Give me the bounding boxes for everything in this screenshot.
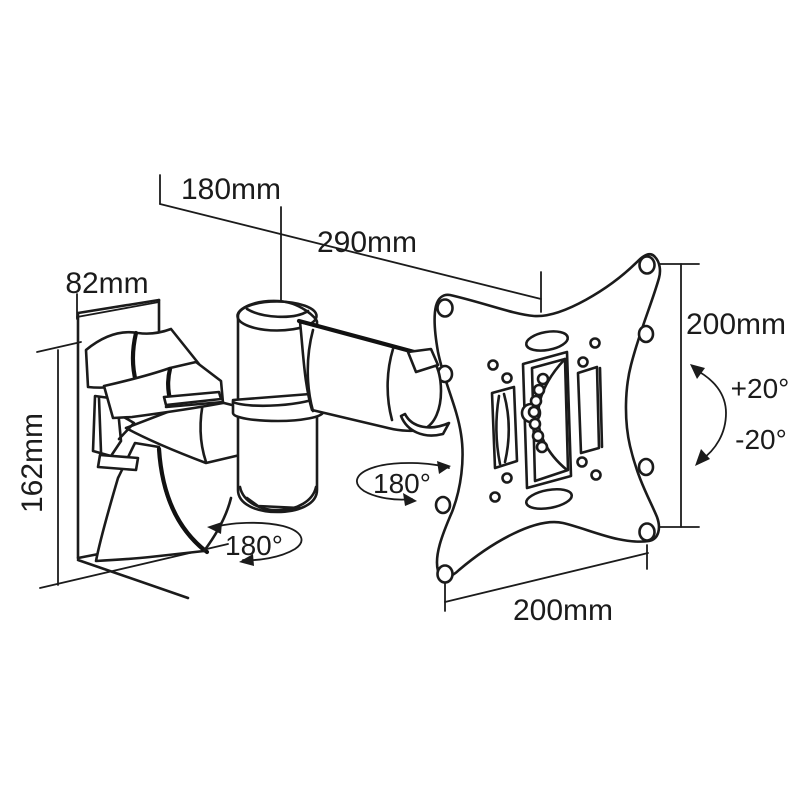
elbow-joint [231,299,325,514]
ratchet-ball [527,405,541,419]
bracket-link-strip-2 [164,400,225,409]
elbow-top-cap [236,300,318,332]
wall-base-line [76,558,190,600]
arm-collar-seam [386,347,395,422]
vesa-oval-slot-bottom [524,487,574,511]
vesa-hole [637,457,655,477]
vesa-hole [638,255,656,275]
label-arm-first-section: 180mm [181,173,281,206]
vesa-hole [637,324,655,344]
label-tilt-up: +20° [731,373,790,404]
elbow-top-cap-inner [245,307,310,319]
swivel-arm-arrowhead-bottom [403,493,417,506]
vesa-small-hole [487,359,499,371]
label-vesa-plate-width: 200mm [513,594,613,627]
dim-162-top-tick [36,341,82,353]
vesa-oval-slot-top [524,330,570,352]
dim-diagonal-290 [159,203,542,300]
rotation-indicators [207,364,727,566]
vesa-small-hole [576,456,588,468]
swivel-arm-arrowhead-top [437,461,451,474]
vesa-hole [436,298,454,318]
wall-bracket [84,327,242,563]
vesa-small-hole [590,469,602,481]
label-swivel-base: 180° [225,530,283,561]
vesa-small-hole [589,337,601,349]
label-vesa-plate-height: 200mm [686,308,786,341]
dimension-lines [36,174,700,612]
swivel-base-arrowhead-top [207,522,222,534]
vesa-left-slot-detail-2 [502,392,510,464]
arm-sleeve-seam [306,328,315,413]
vesa-hole [436,564,454,584]
vesa-left-slot-detail [495,394,502,466]
tilt-arrowhead-up [690,364,705,379]
label-wall-plate-height: 162mm [16,413,49,513]
vesa-right-slot-edge [598,366,604,449]
dim-200b-line [444,552,649,603]
vesa-small-hole [489,491,501,503]
labels: 180mm 290mm 82mm 162mm 200mm 200mm +20° … [16,173,789,627]
bracket-v-wedge-seam [97,396,103,454]
label-arm-full-extension: 290mm [317,226,417,259]
ratchet-ball [528,417,542,431]
vesa-small-hole [501,372,513,384]
ratchet-ball [535,440,549,454]
vesa-plate [433,253,662,584]
label-swivel-arm: 180° [373,468,431,499]
dim-82-line [76,301,160,318]
ratchet-ball [529,394,543,408]
articulating-arm [296,318,451,437]
swivel-base-arrowhead-bottom [239,554,254,566]
label-tilt-down: -20° [735,424,787,455]
arm-end-u-bracket [399,412,451,437]
tilt-arc [693,368,727,462]
ratchet-ball [536,372,550,386]
arm-end-wedge [406,347,440,374]
vesa-right-slot [576,365,601,455]
vesa-hole [434,495,452,515]
bracket-link-strip [162,390,223,407]
vesa-small-hole [577,356,589,368]
bracket-fan-seam [156,446,210,555]
swivel-arm-arc [356,462,450,501]
swivel-base-arc [211,521,303,562]
vesa-small-hole [501,472,513,484]
label-wall-plate-width: 82mm [65,267,148,300]
bracket-lower-bar [96,453,140,472]
wall-plate-top-edge [76,298,161,315]
arm-top-edge [296,318,432,359]
elbow-bottom-chamfer [245,496,302,510]
ratchet-ball [531,429,545,443]
ratchet-ball [532,383,546,397]
vesa-hole [638,522,656,542]
tilt-arrowhead-down [695,449,710,466]
